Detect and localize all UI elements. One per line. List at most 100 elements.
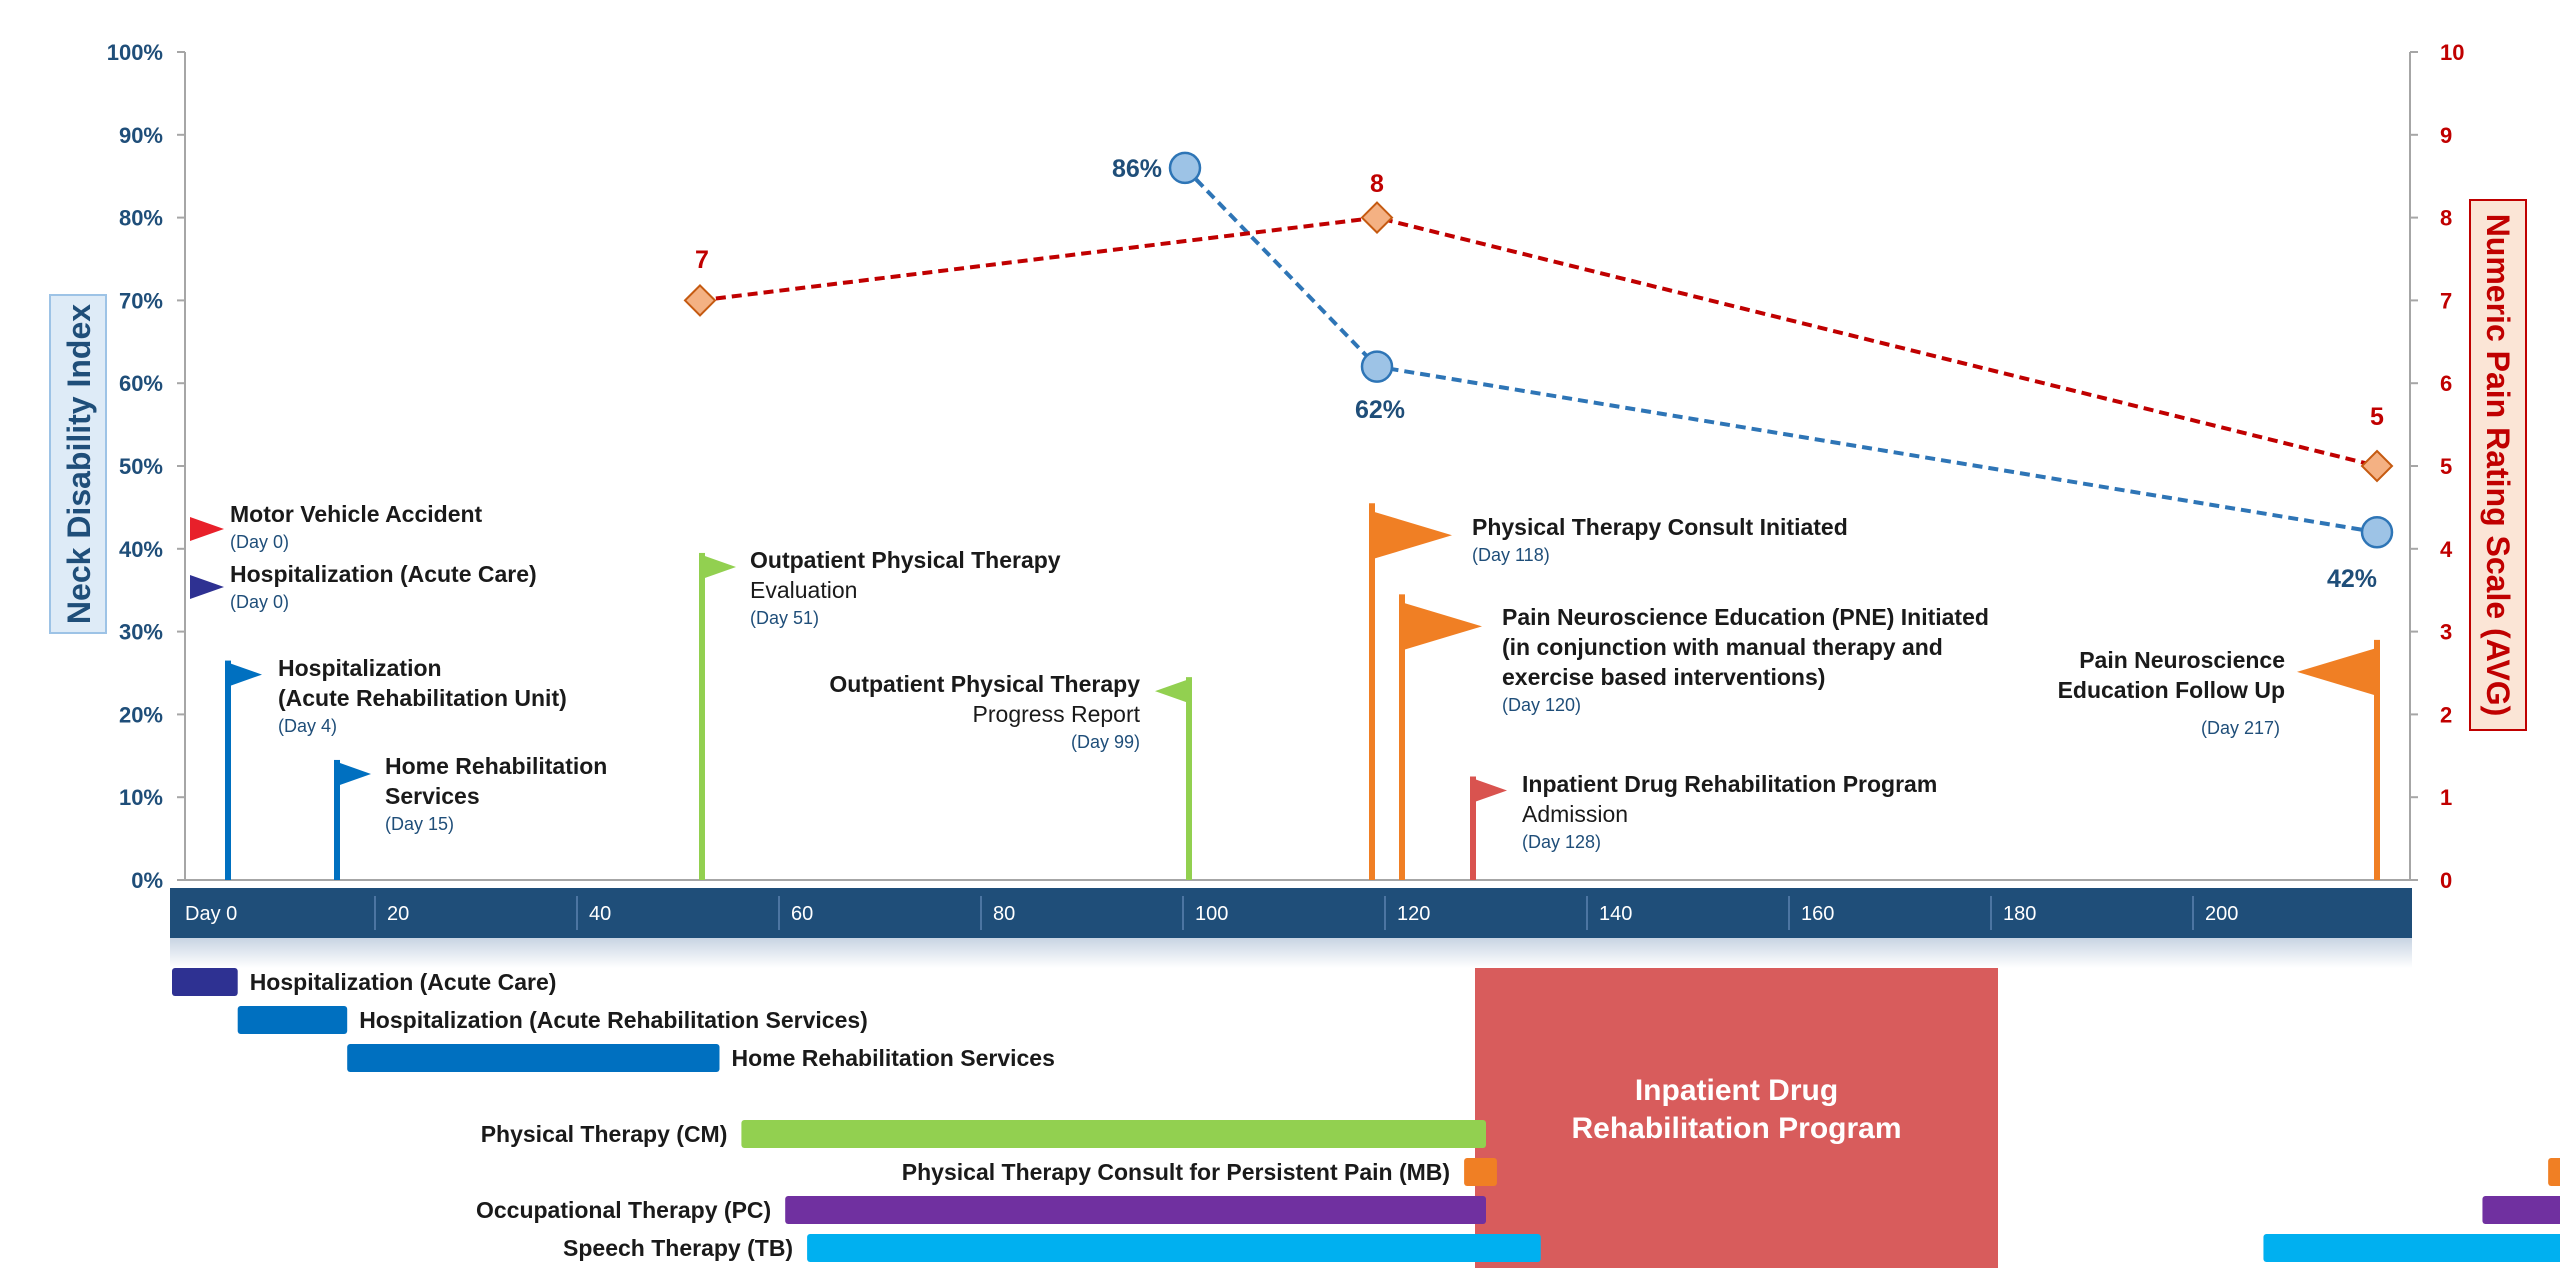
x-tick-label: 100 [1195, 903, 1228, 925]
event-title: Outpatient Physical Therapy [829, 671, 1140, 697]
series-ndi: 86%62%42% [1112, 151, 2394, 593]
event-day-label: (Day 0) [230, 592, 289, 612]
data-label: 7 [695, 246, 709, 274]
flag-icon [702, 554, 736, 579]
event-day-label: (Day 4) [278, 716, 337, 736]
service-bar [2548, 1158, 2560, 1186]
event-title: Inpatient Drug Rehabilitation Program [1522, 771, 1937, 797]
ndi-point [1360, 350, 1394, 383]
service-bar [807, 1234, 1541, 1262]
service-bar-1: Hospitalization (Acute Rehabilitation Se… [237, 1006, 868, 1034]
right-tick-label: 10 [2440, 40, 2464, 65]
x-tick-label: 40 [589, 903, 611, 925]
service-label: Hospitalization (Acute Care) [250, 969, 557, 995]
right-tick-label: 6 [2440, 371, 2452, 396]
service-bar [172, 968, 238, 996]
event-flag-1: Hospitalization (Acute Care) (Day 0) [190, 561, 537, 612]
event-subtitle: Progress Report [973, 701, 1141, 727]
event-title: Physical Therapy Consult Initiated [1472, 514, 1848, 540]
service-label: Home Rehabilitation Services [732, 1045, 1055, 1071]
flag-icon [1473, 778, 1507, 803]
flag-pole [1399, 594, 1405, 880]
event-title: (in conjunction with manual therapy and [1502, 634, 1943, 660]
left-axis-title: Neck Disability Index [49, 294, 107, 634]
series-nprs: 785 [683, 170, 2394, 483]
flag-pole [1369, 503, 1375, 880]
flag-icon [1402, 602, 1482, 651]
service-bar-8: Speech Therapy (TB) [563, 1234, 1541, 1262]
service-bar-9 [2263, 1234, 2560, 1262]
x-axis-band-shadow [170, 938, 2412, 968]
flag-pole [2374, 639, 2380, 880]
x-tick-label: 180 [2003, 903, 2036, 925]
right-tick-label: 9 [2440, 123, 2452, 148]
x-tick-label: 60 [791, 903, 813, 925]
event-subtitle: Evaluation [750, 577, 857, 603]
event-day-label: (Day 120) [1502, 695, 1581, 715]
event-title: Education Follow Up [2058, 677, 2285, 703]
inpatient-program-label: Inpatient Drug [1635, 1074, 1838, 1107]
ndi-point [2360, 515, 2394, 549]
flag-icon [190, 517, 224, 541]
right-tick-label: 5 [2440, 454, 2452, 479]
x-tick-label: 80 [993, 903, 1015, 925]
event-title: Home Rehabilitation [385, 753, 607, 779]
service-bar-3: Physical Therapy (CM) [481, 1120, 1486, 1148]
left-tick-label: 90% [119, 123, 163, 148]
flag-icon [190, 575, 224, 599]
left-tick-label: 0% [131, 868, 163, 893]
event-flag-0: Motor Vehicle Accident (Day 0) [190, 501, 483, 552]
service-bar [2482, 1196, 2560, 1224]
service-bar-5 [2548, 1158, 2560, 1186]
inpatient-program-block [1475, 968, 1998, 1268]
series-line [1183, 166, 2378, 535]
event-flag-2: Hospitalization (Acute Rehabilitation Uni… [225, 655, 567, 880]
flag-icon [1372, 511, 1452, 560]
service-bar-2: Home Rehabilitation Services [347, 1044, 1055, 1072]
service-label: Physical Therapy (CM) [481, 1121, 728, 1147]
flag-pole [334, 759, 340, 880]
data-label: 62% [1355, 396, 1405, 424]
nprs-point [1360, 201, 1394, 235]
event-title: Services [385, 783, 480, 809]
event-title: Hospitalization [278, 655, 442, 681]
service-label: Speech Therapy (TB) [563, 1235, 793, 1261]
event-day-label: (Day 0) [230, 532, 289, 552]
event-day-label: (Day 128) [1522, 832, 1601, 852]
left-tick-label: 50% [119, 454, 163, 479]
right-tick-label: 4 [2440, 537, 2453, 562]
event-title: exercise based interventions) [1502, 664, 1825, 690]
event-day-label: (Day 217) [2201, 718, 2280, 738]
right-tick-label: 1 [2440, 785, 2452, 810]
nprs-point [2360, 449, 2394, 483]
flag-pole [1186, 677, 1192, 880]
event-title: (Acute Rehabilitation Unit) [278, 685, 567, 711]
x-tick-label: 20 [387, 903, 409, 925]
x-tick-label: 140 [1599, 903, 1632, 925]
service-bar [1464, 1158, 1497, 1186]
right-tick-label: 2 [2440, 702, 2452, 727]
ndi-point [1168, 151, 1202, 185]
event-title: Motor Vehicle Accident [230, 501, 483, 527]
right-tick-label: 8 [2440, 206, 2452, 231]
left-tick-label: 60% [119, 371, 163, 396]
left-tick-label: 40% [119, 537, 163, 562]
axes-layer: 0%10%20%30%40%50%60%70%80%90%100%0123456… [49, 40, 2527, 968]
left-tick-label: 70% [119, 288, 163, 313]
service-label: Hospitalization (Acute Rehabilitation Se… [359, 1007, 868, 1033]
service-bar-0: Hospitalization (Acute Care) [172, 968, 556, 996]
event-day-label: (Day 118) [1472, 545, 1550, 565]
event-day-label: (Day 51) [750, 608, 819, 628]
data-label: 86% [1112, 155, 1162, 183]
right-tick-label: 3 [2440, 620, 2452, 645]
event-title: Hospitalization (Acute Care) [230, 561, 537, 587]
flag-pole [699, 552, 705, 880]
inpatient-program-label: Rehabilitation Program [1571, 1112, 1901, 1145]
x-tick-label: 120 [1397, 903, 1430, 925]
flag-icon [1155, 679, 1189, 704]
service-label: Physical Therapy Consult for Persistent … [902, 1159, 1450, 1185]
data-label: 5 [2370, 403, 2384, 431]
